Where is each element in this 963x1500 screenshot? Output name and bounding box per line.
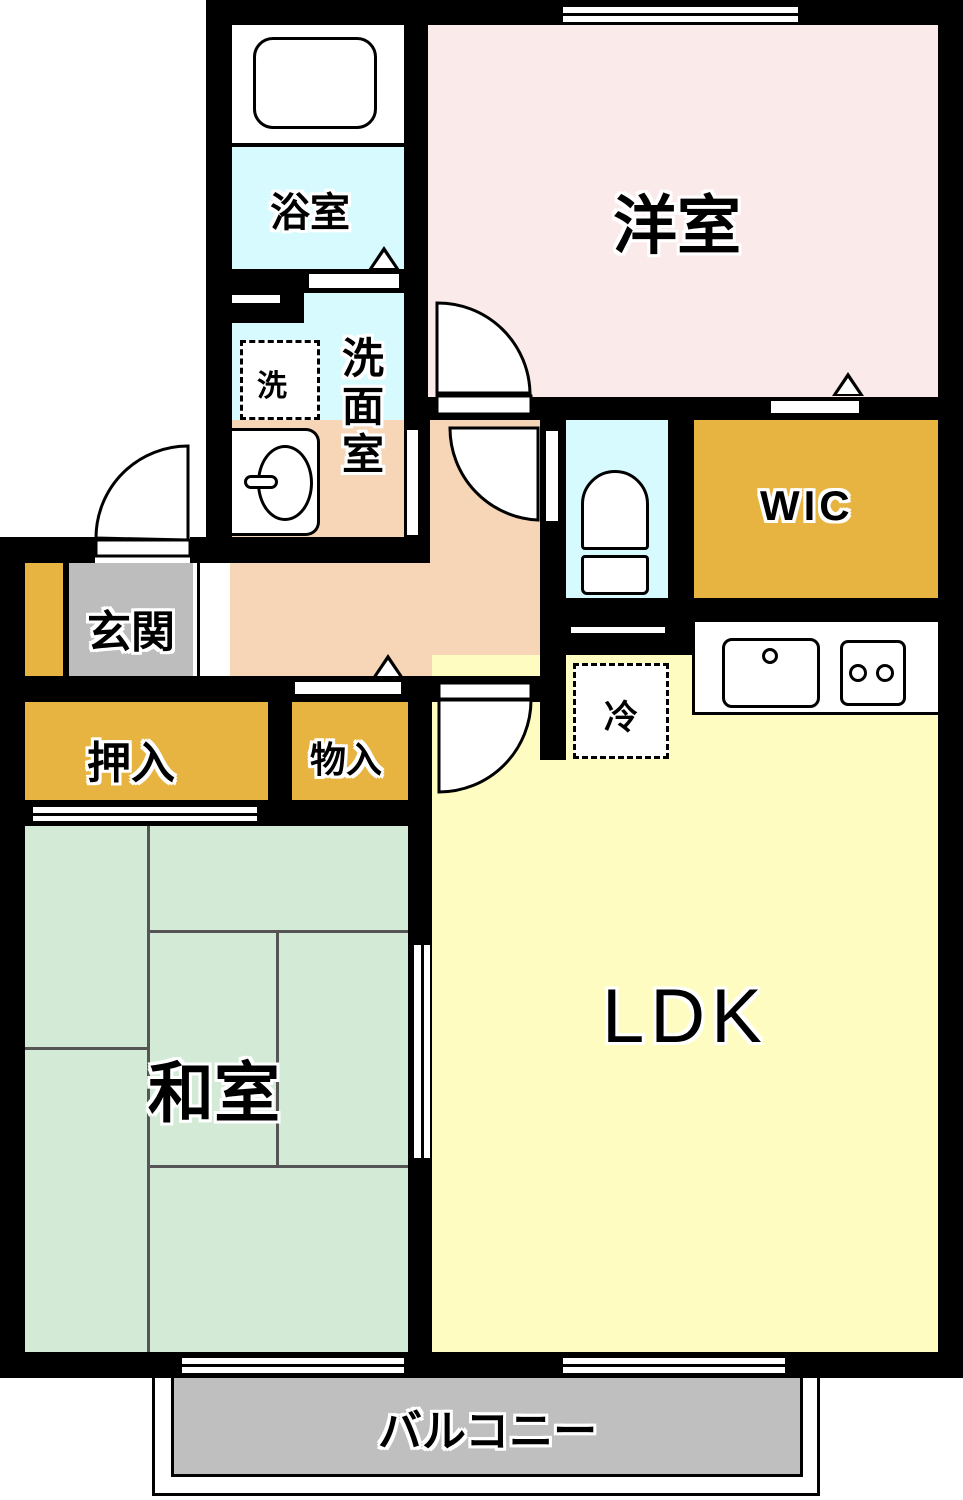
tatami-line (25, 1047, 147, 1050)
wall (404, 0, 428, 420)
window-japanese-bottom (182, 1355, 404, 1373)
japanese-room-label: 和室 (148, 1055, 280, 1132)
bathtub-icon (253, 37, 377, 129)
door-frame-entrance (197, 563, 211, 676)
wic-label: WIC (760, 482, 854, 529)
wall (938, 0, 963, 1378)
door-entrance-icon[interactable] (92, 440, 194, 560)
fridge-space-label: 冷 (604, 698, 638, 738)
wall (63, 563, 69, 676)
washroom-label-char: 室 (341, 430, 384, 479)
step-icon (832, 372, 864, 396)
wall (0, 537, 95, 563)
door-western-icon[interactable] (434, 300, 536, 418)
toilet-bowl-icon (581, 470, 649, 550)
faucet-icon (244, 475, 278, 489)
japanese-room (25, 826, 408, 1352)
burner-icon (876, 664, 894, 682)
window-ldk-bottom (563, 1355, 785, 1373)
ldk (432, 655, 938, 1352)
door-sill-wic (768, 398, 862, 416)
ldk-label: LDK (602, 974, 768, 1059)
closet-oshiire-label: 押入 (87, 738, 175, 789)
storage-monoire (292, 702, 408, 800)
door-sill-toilet-side (543, 428, 561, 524)
window-closet (33, 804, 257, 821)
burner-icon (849, 664, 867, 682)
tatami-line (147, 826, 150, 1352)
door-sill-bathroom (306, 271, 402, 291)
tatami-line (150, 930, 408, 933)
wall (232, 143, 404, 147)
bathroom-label: 浴室 (270, 190, 350, 236)
toilet-tank-icon (581, 555, 649, 595)
entrance-label: 玄関 (87, 607, 175, 658)
window-western-top (563, 4, 798, 22)
wall (190, 537, 430, 563)
sink-drain-icon (762, 648, 778, 664)
wall (0, 537, 25, 1378)
tatami-line (150, 1165, 408, 1168)
step-icon (368, 246, 400, 270)
step-icon (372, 654, 404, 678)
wic (694, 420, 938, 598)
tatami-line (276, 933, 279, 1165)
wall-opening (232, 295, 280, 303)
washroom-label-char: 洗 (341, 334, 384, 383)
door-sill-toilet (568, 624, 668, 636)
door-sill-storage (292, 679, 404, 697)
washer-space-label: 洗 (257, 369, 287, 404)
fridge-space: 冷 (573, 663, 669, 759)
washroom-label-char: 面 (341, 382, 384, 431)
closet-oshiire (25, 702, 268, 800)
wall (0, 1352, 963, 1378)
storage-monoire-label: 物入 (310, 740, 383, 781)
washer-space: 洗 (240, 340, 320, 420)
door-ldk-icon[interactable] (436, 680, 536, 796)
door-toilet-icon[interactable] (446, 424, 542, 524)
door-frame-washroom (407, 430, 421, 535)
western-room-label: 洋室 (613, 190, 741, 264)
western-room (428, 25, 938, 397)
wall (540, 598, 963, 622)
balcony-label: バルコニー (378, 1406, 598, 1457)
shoe-box (25, 563, 63, 676)
entrance (69, 563, 193, 676)
washroom-label: 洗 面 室 (338, 335, 388, 479)
balcony (171, 1378, 803, 1477)
sliding-door-japanese-ldk[interactable] (411, 945, 430, 1158)
